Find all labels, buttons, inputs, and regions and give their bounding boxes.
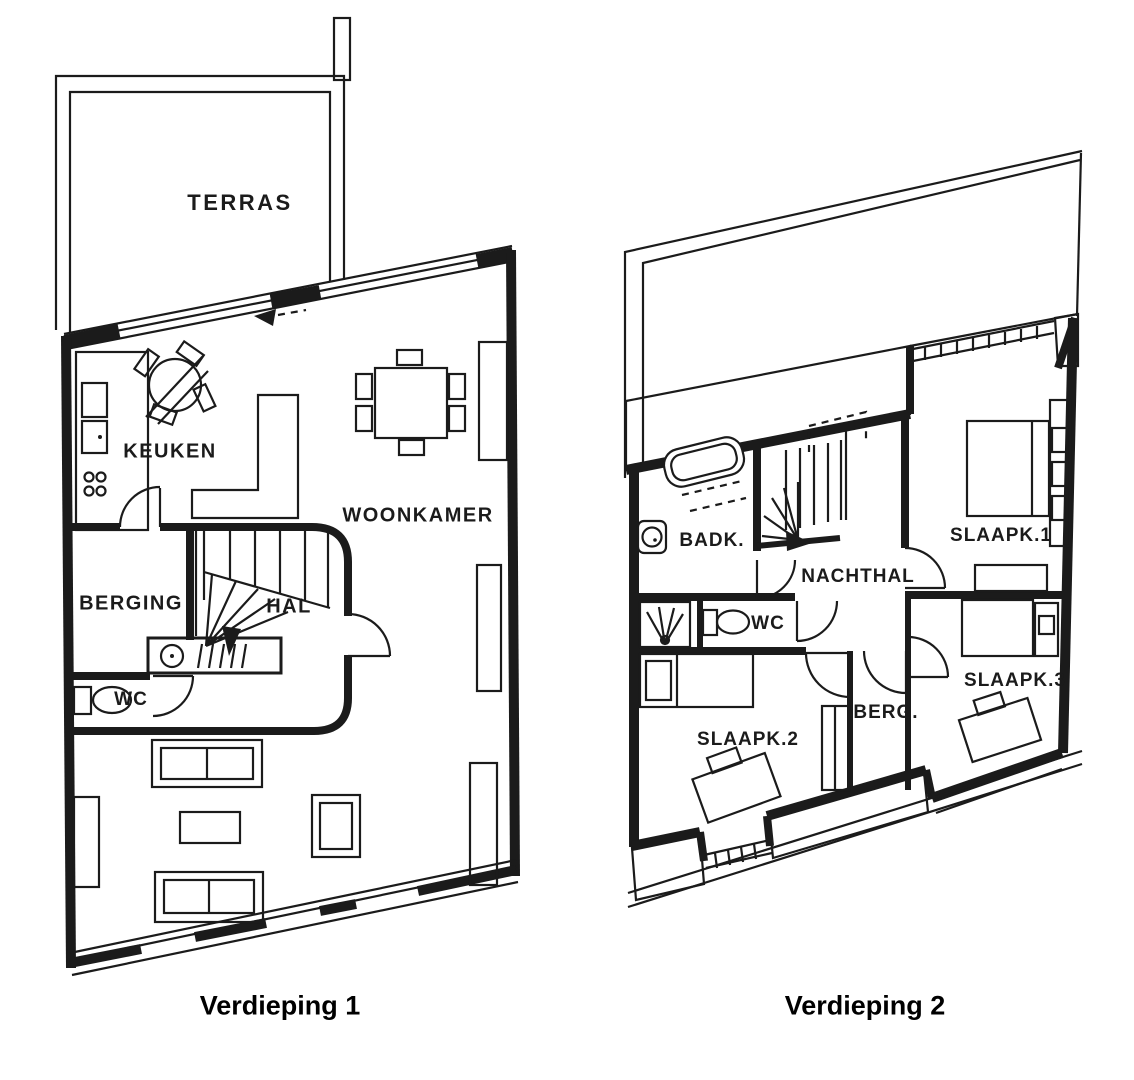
right-wall-f2 (1058, 317, 1078, 754)
spiral-stair-f2 (753, 410, 868, 551)
sink (80, 381, 109, 419)
sofa-1 (150, 738, 264, 789)
radiator-right-3 (468, 761, 499, 887)
slaapk2-door (804, 651, 851, 699)
right-wall-f1 (506, 249, 520, 877)
radiator-right-2 (475, 563, 503, 693)
badk-door (755, 559, 797, 600)
room-label-nachthal: NACHTHAL (801, 566, 915, 587)
stove-icon (83, 471, 107, 497)
terras-walls (54, 16, 352, 333)
slaapk1-door (904, 546, 947, 590)
room-label-slaapk2: SLAAPK.2 (697, 729, 799, 750)
bathtub-icon (662, 436, 746, 488)
room-label-berg: BERG. (853, 702, 919, 723)
coffee-table (178, 810, 242, 845)
room-label-hal: HAL (266, 595, 312, 618)
spiral-stair-f1 (194, 531, 331, 656)
room-label-badk: BADK. (679, 530, 745, 551)
wardrobe-slaapk2 (820, 704, 851, 792)
kitchen-partition (190, 393, 300, 520)
room-label-terras: TERRAS (187, 190, 293, 215)
livingroom-door (347, 612, 392, 658)
entry-arrow-icon (254, 308, 307, 326)
slaapk3-door (907, 635, 950, 679)
bed-slaapk3 (960, 598, 1060, 658)
roof-band-top (624, 312, 1080, 475)
room-label-wc-f2: WC (751, 613, 785, 634)
rear-window-wall (69, 858, 519, 977)
toilet-icon-f2 (701, 608, 751, 637)
armchair (310, 793, 362, 859)
room-label-wc-f1: WC (114, 689, 148, 710)
wc-door-f2 (795, 600, 839, 643)
wc-door-f1 (152, 674, 195, 718)
cabinet-slaapk1 (973, 563, 1049, 593)
stair-arrow-icon (222, 626, 241, 656)
desk-slaapk2 (691, 746, 782, 825)
floor2-caption: Verdieping 2 (784, 990, 946, 1021)
radiator-left (72, 795, 101, 889)
toilet-icon-f1 (72, 685, 133, 716)
room-label-slaapk1: SLAAPK.1 (950, 525, 1052, 546)
bed-slaapk1 (965, 398, 1072, 548)
room-label-keuken: KEUKEN (123, 440, 217, 463)
left-wall-f1 (61, 335, 76, 969)
dining-table (354, 348, 467, 457)
bed-slaapk2 (638, 652, 755, 709)
desk-slaapk3 (957, 690, 1043, 764)
stair-opening-dashes (807, 410, 868, 452)
eave-lines (627, 749, 1083, 909)
kitchen-table (132, 339, 217, 427)
room-label-berging: BERGING (79, 592, 183, 615)
room-label-woonkamer: WOONKAMER (342, 504, 494, 527)
ceiling-slope-dashes (681, 479, 747, 513)
washbasin-icon (636, 519, 668, 555)
hall-walls (66, 523, 352, 735)
kitchen-door (118, 485, 162, 528)
floor2-plan (623, 149, 1083, 909)
shower-icon (638, 600, 692, 649)
wall-spur (332, 16, 352, 82)
floor1-caption: Verdieping 1 (199, 990, 361, 1021)
floor1-plan (54, 16, 520, 977)
berg-door (862, 650, 908, 695)
front-window-wall (63, 244, 515, 351)
room-label-slaapk3: SLAAPK.3 (964, 670, 1066, 691)
dormer-window-slaapk1 (912, 319, 1055, 363)
stair-arrow-icon-f2 (786, 531, 812, 551)
radiator-right-1 (477, 340, 509, 462)
roof-band-bottom (627, 748, 1083, 909)
sofa-2 (153, 870, 265, 924)
